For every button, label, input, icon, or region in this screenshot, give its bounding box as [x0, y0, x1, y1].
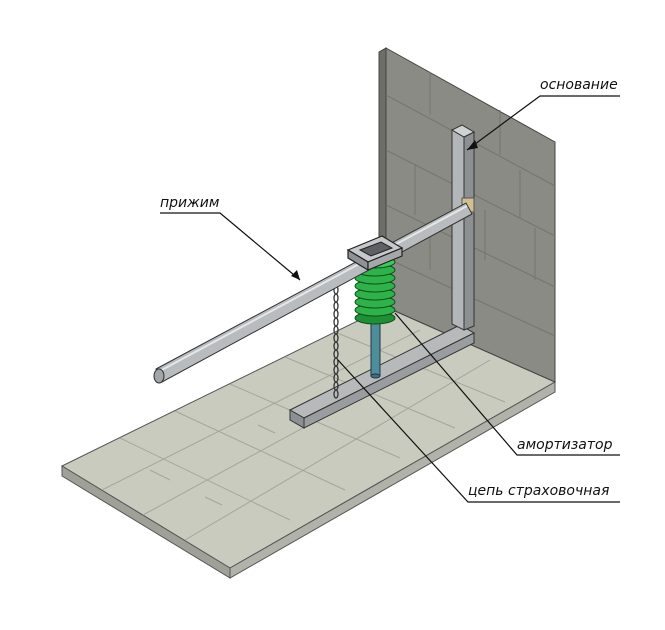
floor-slab-front	[229, 381, 556, 579]
damper-rod-end	[370, 373, 381, 379]
leader-clamp	[160, 212, 301, 281]
leader-arrowheads	[291, 140, 478, 280]
damper-rod	[370, 317, 381, 377]
leader-base	[466, 95, 620, 151]
vertical-post-side	[463, 131, 475, 331]
lever-bracket-inner	[358, 241, 394, 257]
vertical-post-top	[450, 124, 476, 138]
label-clamp: прижим	[160, 195, 220, 211]
leader-chain	[337, 359, 620, 503]
lever-bar-end	[153, 368, 165, 384]
label-safety-chain: цепь страховочная	[468, 483, 610, 499]
base-channel-side	[303, 332, 475, 429]
lever-bar-highlight	[157, 205, 468, 373]
label-damper: амортизатор	[517, 437, 613, 453]
lever-bracket-side	[367, 247, 403, 271]
damper-spring	[354, 255, 396, 325]
leader-damper	[394, 312, 620, 456]
vertical-post-front	[451, 129, 465, 331]
label-base: основание	[540, 77, 618, 93]
leader-lines	[160, 95, 620, 503]
